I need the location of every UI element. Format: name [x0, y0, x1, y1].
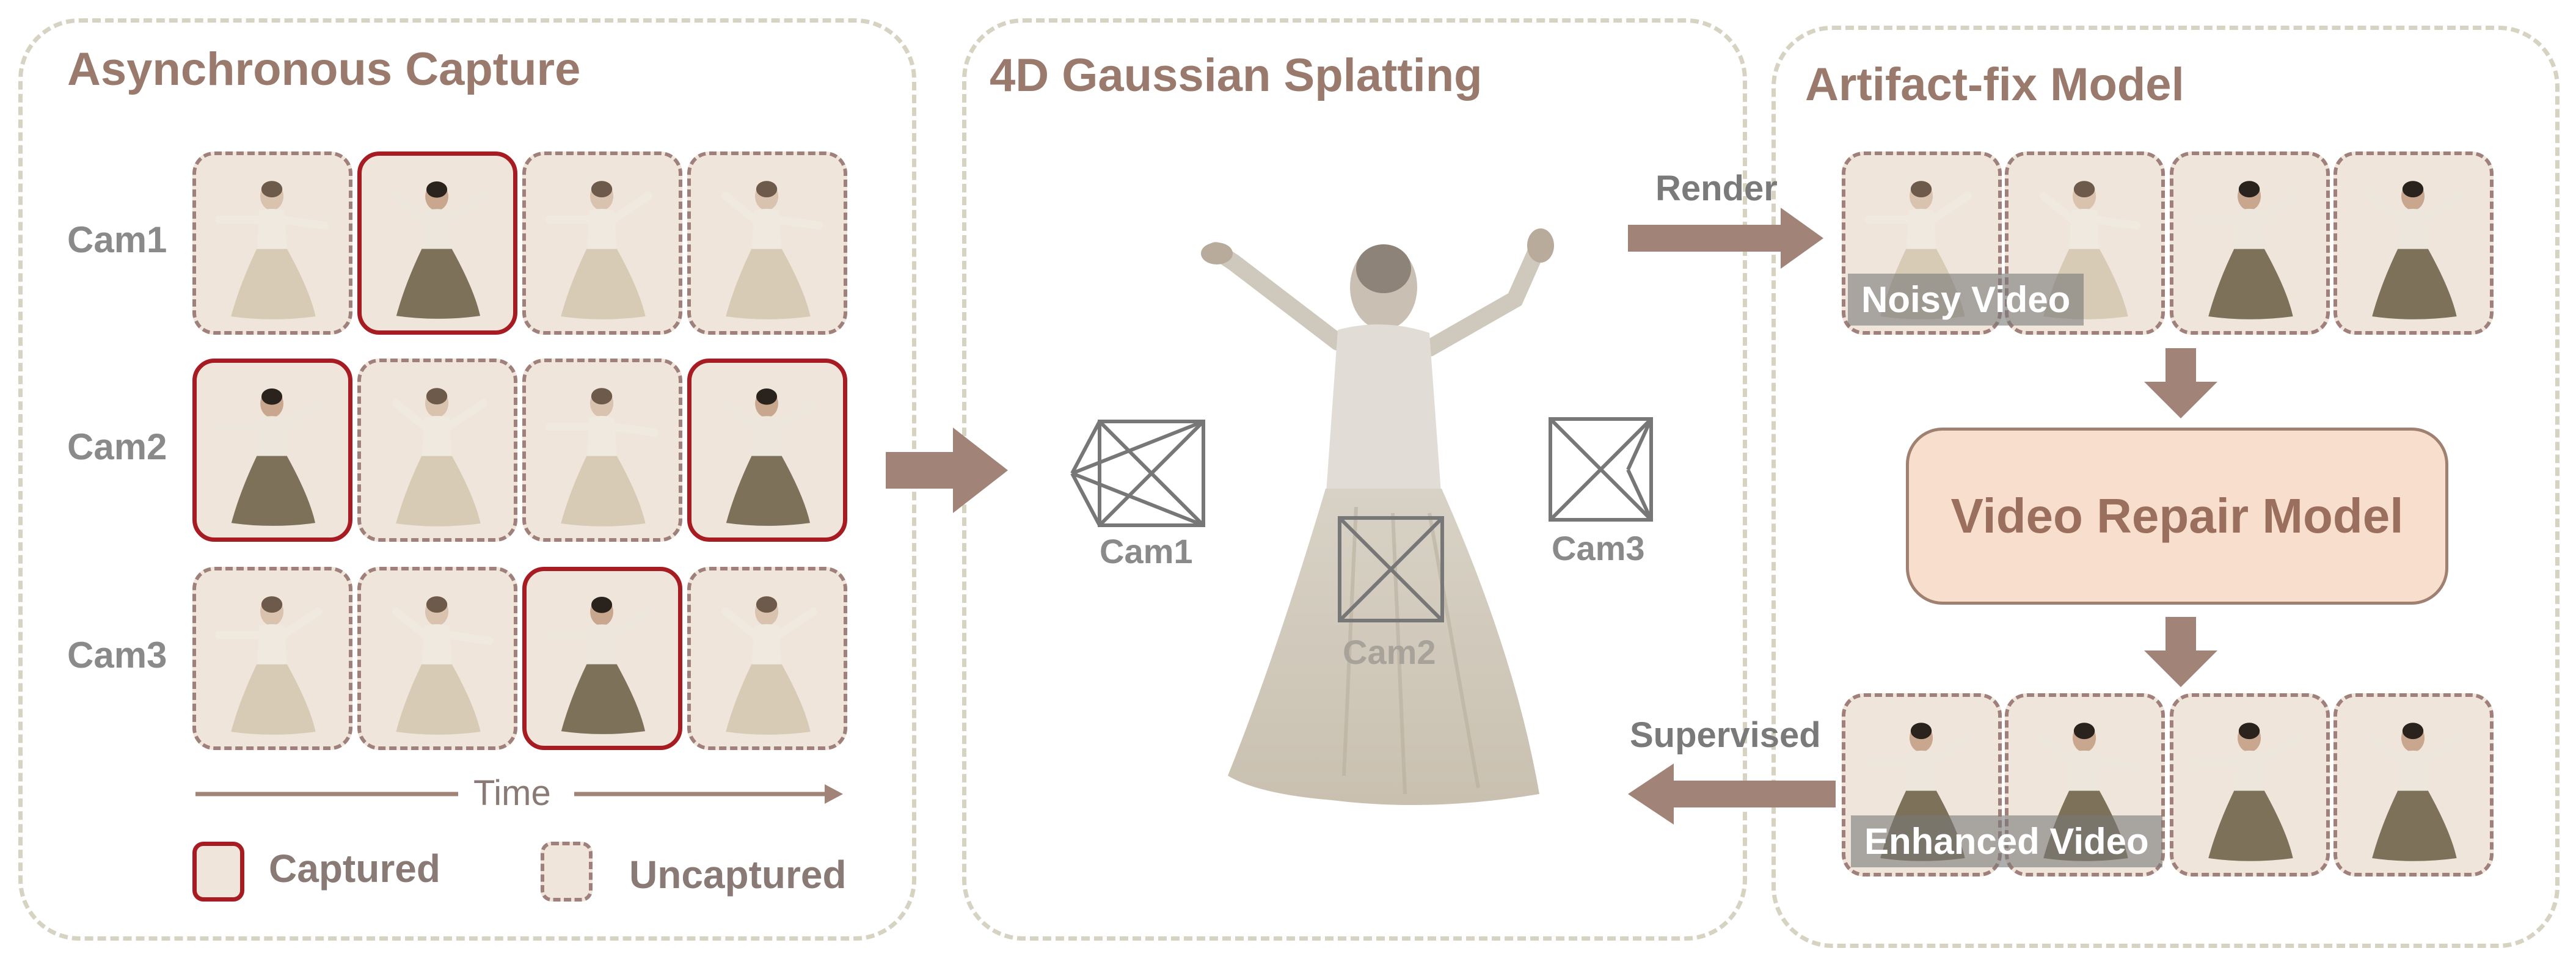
noisy-video-label: Noisy Video — [1848, 274, 2084, 326]
artifact-fix-panel-title: Artifact-fix Model — [1805, 59, 2184, 111]
uncaptured-frame — [687, 151, 847, 335]
capture-row-label: Cam3 — [67, 635, 167, 676]
render-label: Render — [1655, 169, 1778, 208]
uncaptured-frame — [192, 151, 352, 335]
legend-uncaptured-label: Uncaptured — [629, 853, 847, 897]
cam1-icon — [1070, 420, 1205, 527]
captured-frame — [522, 567, 682, 750]
capture-panel-title: Asynchronous Capture — [67, 43, 581, 95]
cam3-label: Cam3 — [1552, 529, 1645, 567]
uncaptured-frame — [522, 151, 682, 335]
supervised-label: Supervised — [1630, 715, 1821, 755]
render-arrow — [1628, 208, 1823, 269]
enhanced-frame — [2170, 693, 2330, 876]
captured-frame — [192, 359, 352, 542]
capture-row-label: Cam2 — [67, 426, 167, 467]
capture-row-label: Cam1 — [67, 219, 167, 260]
uncaptured-frame — [357, 567, 517, 750]
time-axis — [195, 784, 843, 804]
noisy-frame — [2333, 151, 2494, 335]
legend-captured-swatch — [192, 842, 244, 902]
legend-captured-label: Captured — [269, 847, 440, 891]
capture-to-splatting-arrow — [886, 428, 1008, 513]
cam1-label: Cam1 — [1100, 532, 1193, 570]
repair-to-enhanced-arrow — [2144, 617, 2217, 687]
cam2-label: Cam2 — [1343, 633, 1436, 671]
splatting-panel-title: 4D Gaussian Splatting — [990, 49, 1483, 101]
captured-frame — [357, 151, 517, 335]
noisy-to-repair-arrow — [2144, 348, 2217, 418]
cam3-icon — [1549, 417, 1653, 522]
enhanced-video-label: Enhanced Video — [1851, 815, 2162, 867]
legend-uncaptured-swatch — [541, 842, 593, 902]
video-repair-model-label: Video Repair Model — [1950, 489, 2404, 543]
supervised-arrow — [1628, 763, 1836, 825]
enhanced-frame — [2333, 693, 2494, 876]
uncaptured-frame — [192, 567, 352, 750]
captured-frame — [687, 359, 847, 542]
uncaptured-frame — [357, 359, 517, 542]
video-repair-model-box: Video Repair Model — [1906, 428, 2448, 605]
gaussian-splat-dancer — [1201, 228, 1554, 805]
time-label: Time — [473, 773, 551, 813]
uncaptured-frame — [522, 359, 682, 542]
noisy-frame — [2170, 151, 2330, 335]
uncaptured-frame — [687, 567, 847, 750]
cam2-icon — [1338, 516, 1444, 622]
